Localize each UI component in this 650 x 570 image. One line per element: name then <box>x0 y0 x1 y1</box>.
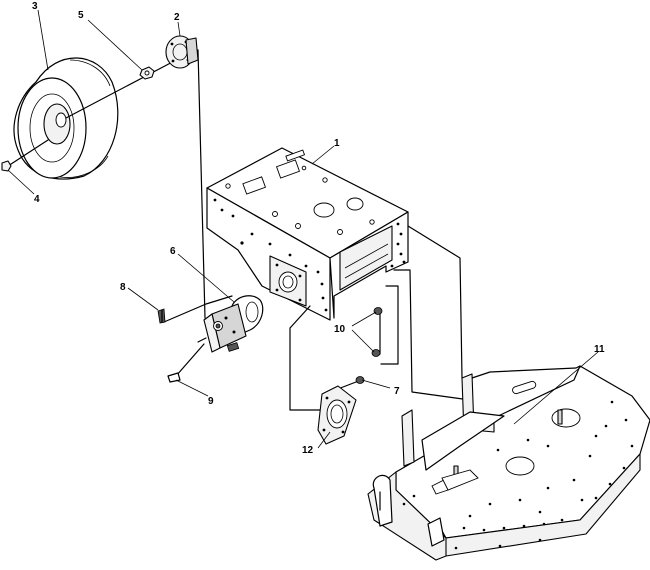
leader-7 <box>361 379 391 389</box>
callout-11: 11 <box>594 344 605 355</box>
callout-12: 12 <box>302 445 314 456</box>
callout-3: 3 <box>32 1 38 12</box>
nut-7 <box>355 376 365 384</box>
leader-9 <box>175 379 209 397</box>
mower-deck <box>367 365 650 561</box>
leader-5 <box>87 19 143 71</box>
callout-labels: 1 2 3 4 5 6 7 8 9 10 11 12 <box>7 1 605 456</box>
wheel-bolt-leader <box>7 139 49 167</box>
callout-5: 5 <box>78 10 84 21</box>
callout-6: 6 <box>170 246 176 257</box>
callout-9: 9 <box>208 396 214 407</box>
bolt-9-leader <box>175 343 205 377</box>
leader-1 <box>311 145 335 165</box>
bolt-8-leader <box>163 295 233 323</box>
wheel-bolt <box>1 160 12 172</box>
spacer-nut-lower <box>371 349 381 357</box>
frame-deck-line-c <box>380 285 399 365</box>
frame-deck-line-b <box>393 269 471 401</box>
leader-12 <box>317 431 331 449</box>
leader-10a <box>351 311 377 327</box>
leader-4 <box>7 169 35 195</box>
spindle-hole-right <box>551 408 581 428</box>
leader-10b <box>351 329 375 353</box>
motor-gasket <box>317 385 357 445</box>
wheel-hub <box>165 35 199 69</box>
wheel-motor <box>197 295 264 353</box>
axle-line <box>65 57 181 119</box>
hub-to-motor-line <box>197 49 206 319</box>
spacer-nut-upper <box>373 307 383 315</box>
main-frame <box>206 147 409 321</box>
callout-8: 8 <box>120 282 126 293</box>
leader-6 <box>177 253 235 303</box>
callout-1: 1 <box>334 138 340 149</box>
leader-8 <box>127 287 159 311</box>
bolt-9 <box>167 372 181 383</box>
callout-4: 4 <box>34 194 40 205</box>
callout-10: 10 <box>334 324 346 335</box>
callout-7: 7 <box>394 386 400 397</box>
leader-2 <box>177 21 181 37</box>
leader-11 <box>513 351 599 425</box>
leader-3 <box>37 9 49 71</box>
spindle-hole-center <box>505 456 535 476</box>
callout-2: 2 <box>174 12 180 23</box>
